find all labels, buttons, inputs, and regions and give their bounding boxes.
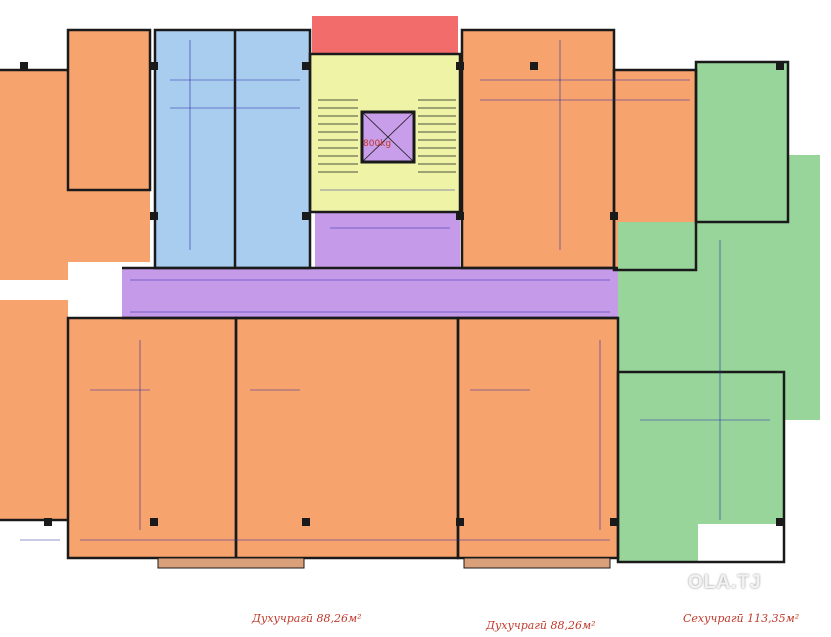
dimension-lines [20,40,770,541]
apartment-left-area-label: Духучрагӣ 88,26м² [252,612,362,625]
apartment-green [618,62,820,562]
apartment-right-area-label: Сехучрагӣ 113,35м² [683,612,800,625]
apartment-middle-lower [458,318,618,558]
stairs [318,99,456,173]
balcony-strip [312,16,458,54]
structural-columns [20,62,784,526]
corridor [122,212,618,318]
balcony-bottom [157,557,611,569]
apartment-left-lower [0,300,458,558]
walls [0,28,790,564]
apartment-left-upper [0,30,150,280]
apartment-right-upper [462,30,696,270]
apartment-middle-area-label: Духучрагӣ 88,26м² [486,619,596,632]
lift-capacity-label: 800kg [363,139,392,149]
watermark-logo: OLA.TJ [688,572,762,593]
apartment-blue-rooms [155,30,310,268]
